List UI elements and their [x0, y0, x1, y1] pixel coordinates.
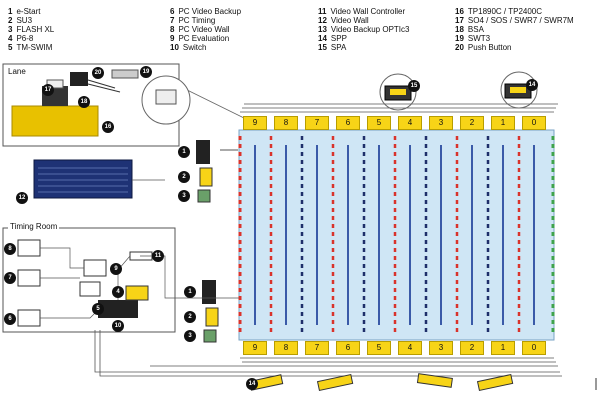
pc-timing [17, 269, 41, 287]
lane-number-top: 2 [460, 116, 484, 130]
tm-swim-device [98, 300, 138, 318]
touchpad [12, 106, 98, 136]
lane-number-bottom: 6 [336, 341, 360, 355]
pc-video-wall [17, 239, 41, 257]
video-wall [33, 159, 133, 199]
lane-number-bottom: 3 [429, 341, 453, 355]
lane-number-bottom: 5 [367, 341, 391, 355]
callout-badge: 3 [178, 190, 190, 202]
lane-number-bottom: 9 [243, 341, 267, 355]
bottom-cameras [248, 373, 514, 392]
lane-number-top: 1 [491, 116, 515, 130]
callout-badge: 20 [92, 67, 104, 79]
callout-badge: 5 [92, 303, 104, 315]
callout-badge: 8 [4, 243, 16, 255]
callout-badge: 15 [408, 80, 420, 92]
switch-device [125, 285, 149, 301]
pc-evaluation [83, 259, 107, 277]
lane-number-bottom: 2 [460, 341, 484, 355]
callout-badge: 14 [246, 378, 258, 390]
estart-device-a [196, 140, 210, 164]
lane-number-bottom: 0 [522, 341, 546, 355]
estart-device-b [202, 280, 216, 304]
su3-device-a [199, 167, 213, 187]
su3-device-b [205, 307, 219, 327]
lane-number-bottom: 4 [398, 341, 422, 355]
callout-badge: 2 [178, 171, 190, 183]
callout-badge: 2 [184, 311, 196, 323]
p6-8-device [79, 281, 101, 297]
callout-badge: 7 [4, 272, 16, 284]
callout-badge: 1 [184, 286, 196, 298]
callout-badge: 19 [140, 66, 152, 78]
lane-number-top: 4 [398, 116, 422, 130]
callout-badge: 18 [78, 96, 90, 108]
lane-number-bottom: 7 [305, 341, 329, 355]
callout-badge: 10 [112, 320, 124, 332]
pool [238, 129, 555, 341]
lane-ropes [238, 136, 555, 334]
lane-number-top: 8 [274, 116, 298, 130]
flash-device-a [197, 189, 211, 203]
callout-badge: 9 [110, 263, 122, 275]
callout-badge: 12 [16, 192, 28, 204]
lane-number-top: 7 [305, 116, 329, 130]
lane-number-bottom: 1 [491, 341, 515, 355]
top-cable-bus [240, 103, 558, 113]
lane-number-top: 3 [429, 116, 453, 130]
flash-device-b [203, 329, 217, 343]
lane-box-title: Lane [8, 67, 26, 76]
push-button-device [70, 72, 88, 86]
callout-badge: 6 [4, 313, 16, 325]
callout-badge: 3 [184, 330, 196, 342]
callout-badge: 16 [102, 121, 114, 133]
callout-badge: 14 [526, 79, 538, 91]
lane-number-top: 9 [243, 116, 267, 130]
lane-center-lines [254, 145, 535, 325]
lane-number-bottom: 8 [274, 341, 298, 355]
lane-number-top: 5 [367, 116, 391, 130]
timing-room-title: Timing Room [8, 222, 60, 231]
callout-badge: 11 [152, 250, 164, 262]
lane-number-top: 0 [522, 116, 546, 130]
callout-badge: 17 [42, 84, 54, 96]
callout-badge: 1 [178, 146, 190, 158]
bottom-cable-bus [94, 330, 562, 377]
swt3-device [111, 69, 139, 79]
lane-number-top: 6 [336, 116, 360, 130]
pc-video-backup [17, 309, 41, 327]
callout-badge: 4 [112, 286, 124, 298]
